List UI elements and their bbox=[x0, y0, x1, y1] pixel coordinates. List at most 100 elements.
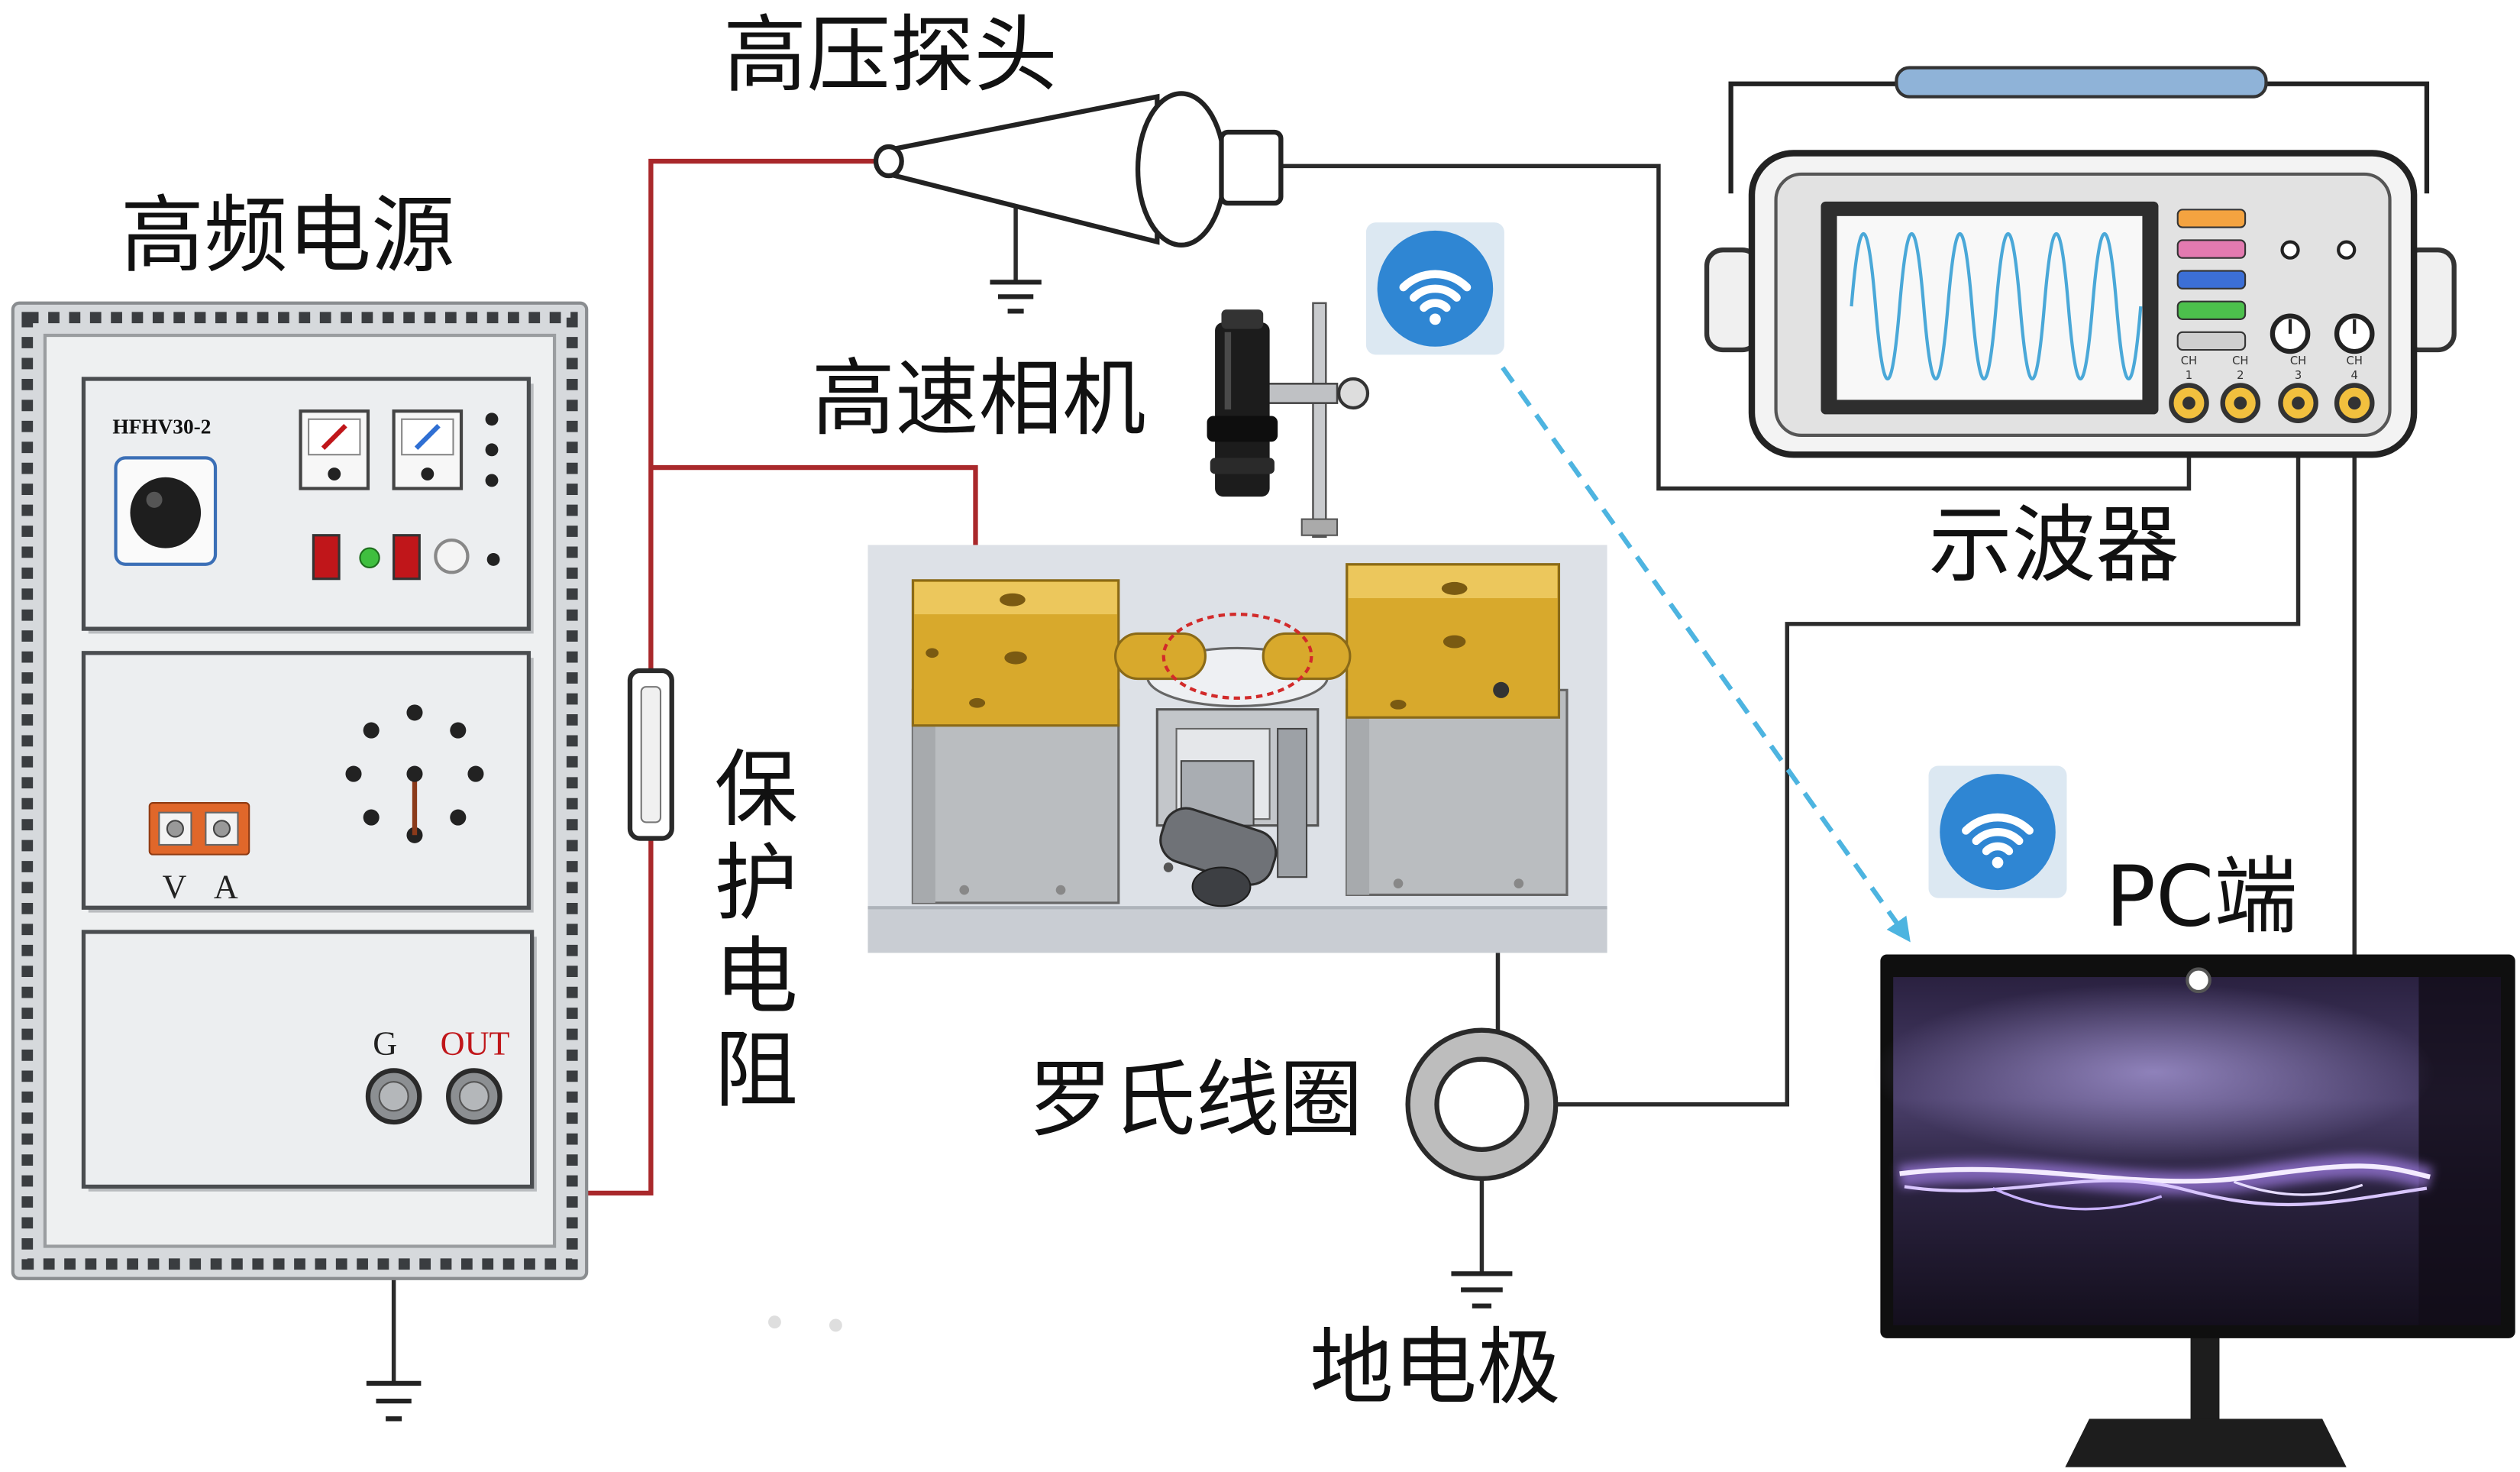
wireless-link-arrow bbox=[1501, 366, 1911, 943]
monitor-stand-base bbox=[2065, 1419, 2347, 1467]
red-switch-right bbox=[393, 534, 421, 581]
bnc-connector-ch4 bbox=[2334, 383, 2375, 424]
discharge-filament bbox=[1899, 1163, 2431, 1184]
ch3-to-rogowski-wire bbox=[1556, 422, 2301, 1107]
wifi-arc-middle bbox=[1409, 284, 1461, 302]
plasma-glow bbox=[1872, 983, 2435, 1161]
monitor-stand-neck bbox=[2190, 1335, 2220, 1422]
terminal-label-a: A bbox=[214, 869, 238, 906]
protection-resistor bbox=[627, 668, 674, 841]
ground-connection-hole bbox=[1493, 681, 1510, 698]
stage-screw bbox=[1163, 862, 1174, 872]
block-base-side bbox=[1346, 690, 1370, 895]
terminal-label-v: V bbox=[163, 869, 187, 906]
cap-hole bbox=[1000, 593, 1026, 607]
cap-hole bbox=[969, 697, 986, 708]
rogowski-coil-label: 罗氏线圈 bbox=[1029, 1050, 1363, 1148]
oscilloscope: CH 1 CH 2 CH 3 CH 4 bbox=[1704, 66, 2457, 458]
selector-position bbox=[345, 765, 362, 782]
micrometer-knob bbox=[1191, 866, 1252, 907]
selector-position bbox=[363, 722, 380, 739]
selector-position bbox=[450, 722, 467, 739]
bnc-connector-ch1 bbox=[2169, 383, 2209, 424]
channel-prefix: CH bbox=[2347, 354, 2363, 367]
camera-label: 高速相机 bbox=[812, 349, 1146, 447]
selector-position bbox=[406, 827, 423, 843]
selector-hub bbox=[406, 765, 423, 782]
cap-hole bbox=[1004, 651, 1027, 665]
bnc-pin bbox=[2347, 396, 2361, 410]
channel-buttons bbox=[2176, 209, 2247, 351]
right-gold-electrode bbox=[1262, 632, 1352, 681]
probe-label: 高压探头 bbox=[723, 6, 1058, 104]
cap-hole bbox=[926, 648, 939, 658]
decorative-dot bbox=[767, 1315, 781, 1329]
wifi-icon bbox=[1928, 765, 2067, 898]
ammeter-gauge bbox=[392, 409, 464, 490]
channel-button bbox=[2176, 270, 2247, 290]
white-button bbox=[434, 538, 470, 574]
camera-lens-ring bbox=[1210, 458, 1275, 474]
wifi-arc-outer bbox=[1962, 813, 2034, 835]
bnc-pin bbox=[2234, 396, 2247, 410]
probe-cone bbox=[886, 93, 1160, 245]
high-frequency-power-supply: HFHV30-2 bbox=[11, 301, 589, 1280]
bnc-connector-ch3 bbox=[2278, 383, 2318, 424]
red-switch-left bbox=[312, 534, 341, 581]
block-screw bbox=[1514, 878, 1524, 888]
probe-tip bbox=[873, 144, 904, 179]
selector-position bbox=[363, 809, 380, 826]
oscilloscope-handle-grip bbox=[1895, 66, 2268, 99]
wifi-arc-outer bbox=[1399, 270, 1472, 292]
webcam-icon bbox=[2186, 967, 2211, 994]
ground-terminal bbox=[365, 1068, 422, 1125]
left-electrode-block bbox=[911, 579, 1120, 904]
terminal-screw bbox=[212, 820, 231, 838]
wifi-arc-middle bbox=[1972, 827, 2024, 846]
small-indicator bbox=[2280, 240, 2300, 260]
terminal-core bbox=[458, 1081, 489, 1112]
channel-prefix: CH bbox=[2232, 354, 2248, 367]
channel-number: 2 bbox=[2237, 369, 2244, 382]
model-label: HFHV30-2 bbox=[112, 416, 211, 438]
gauge-terminal bbox=[328, 467, 341, 480]
coil-aperture bbox=[1434, 1056, 1530, 1153]
channel-number: 1 bbox=[2186, 369, 2192, 382]
left-gold-electrode bbox=[1114, 632, 1207, 681]
knob-highlight bbox=[146, 491, 163, 508]
control-panel-top: HFHV30-2 bbox=[81, 377, 534, 634]
terminal-core bbox=[378, 1081, 409, 1112]
cap-hole bbox=[1390, 700, 1407, 710]
block-base bbox=[1346, 688, 1569, 896]
green-power-led bbox=[359, 547, 380, 568]
block-screw bbox=[1393, 878, 1404, 888]
bnc-connector-ch2 bbox=[2220, 383, 2261, 424]
channel-prefix: CH bbox=[2181, 354, 2197, 367]
plasma-discharge bbox=[1898, 1155, 2434, 1211]
decorative-dot bbox=[829, 1318, 842, 1332]
output-terminal bbox=[446, 1068, 502, 1125]
wifi-dot bbox=[1992, 856, 2004, 869]
cap-hole bbox=[1441, 581, 1468, 595]
channel-button bbox=[2176, 331, 2247, 351]
pc-monitor bbox=[1872, 954, 2515, 1467]
pc-label: PC端 bbox=[2105, 847, 2298, 945]
channel-prefix: CH bbox=[2290, 354, 2306, 367]
probe-bulb bbox=[1135, 91, 1227, 247]
terminal-socket bbox=[205, 811, 239, 846]
camera-arm bbox=[1265, 383, 1339, 404]
camera-stand-pole bbox=[1312, 302, 1327, 539]
knob-body bbox=[130, 477, 202, 548]
ground-electrode-label: 地电极 bbox=[1310, 1318, 1560, 1416]
indicator-dot bbox=[485, 412, 499, 426]
gauge-needle-blue bbox=[414, 423, 441, 450]
power-supply-dotted-frame bbox=[21, 312, 578, 1270]
gauge-terminal bbox=[421, 467, 435, 480]
camera-lens-ring bbox=[1207, 416, 1278, 442]
resistor-core bbox=[640, 686, 662, 823]
rotary-selector-switch bbox=[345, 704, 484, 843]
rogowski-coil bbox=[1405, 1027, 1559, 1182]
camera-stand-foot bbox=[1300, 518, 1339, 536]
ground-symbol-icon bbox=[366, 1380, 422, 1422]
